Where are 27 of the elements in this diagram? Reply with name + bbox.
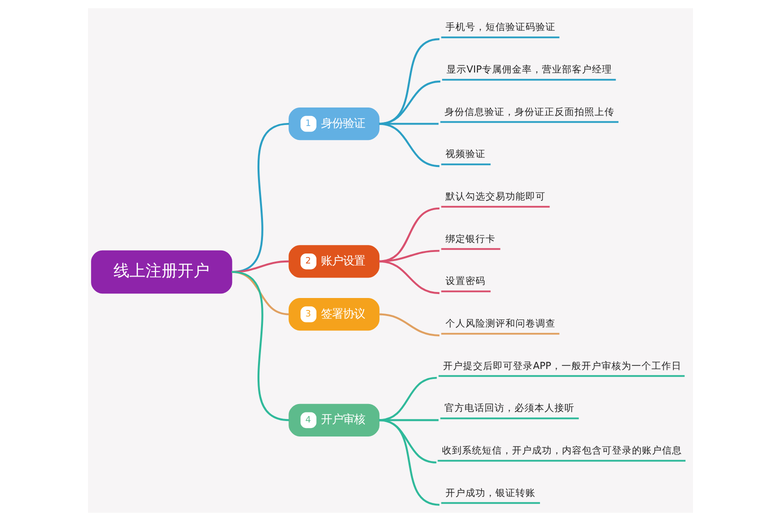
node-box: 2 账户设置 — [288, 245, 380, 278]
node-text: 收到系统短信，开户成功，内容包含可登录的账户信息 — [442, 445, 682, 456]
connector — [378, 419, 440, 506]
node-text: 手机号，短信验证码验证 — [446, 22, 556, 34]
node-box: 线上注册开户 — [91, 250, 232, 294]
connector — [232, 271, 290, 422]
node-box: 4 开户审核 — [288, 404, 380, 436]
node-text: 开户提交后即可登录APP，一般开户审核为一个工作日 — [442, 360, 682, 372]
connector — [378, 38, 440, 125]
connector — [378, 313, 440, 336]
connector — [379, 419, 439, 422]
connector — [378, 80, 440, 125]
node-box: 3 签署协议 — [288, 298, 380, 331]
node-text: 身份信息验证，身份证正反面拍照上传 — [444, 106, 615, 118]
connector — [378, 122, 440, 168]
node-text: 视频验证 — [446, 149, 486, 160]
node-box: 1 身份验证 — [288, 107, 380, 140]
connector — [378, 419, 436, 464]
node-text: 绑定银行卡 — [446, 234, 496, 245]
node-text: 个人风险测评和问卷调查 — [446, 318, 556, 330]
node-text: 显示VIP专属佣金率，营业部客户经理 — [446, 64, 612, 76]
connector — [378, 208, 440, 262]
node-text: 开户成功，银证转账 — [446, 488, 536, 499]
node-text: 设置密码 — [446, 276, 486, 288]
node-text: 官方电话回访，必须本人接听 — [444, 403, 575, 414]
node-text: 默认勾选交易功能即可 — [446, 191, 546, 202]
connector — [378, 260, 440, 294]
